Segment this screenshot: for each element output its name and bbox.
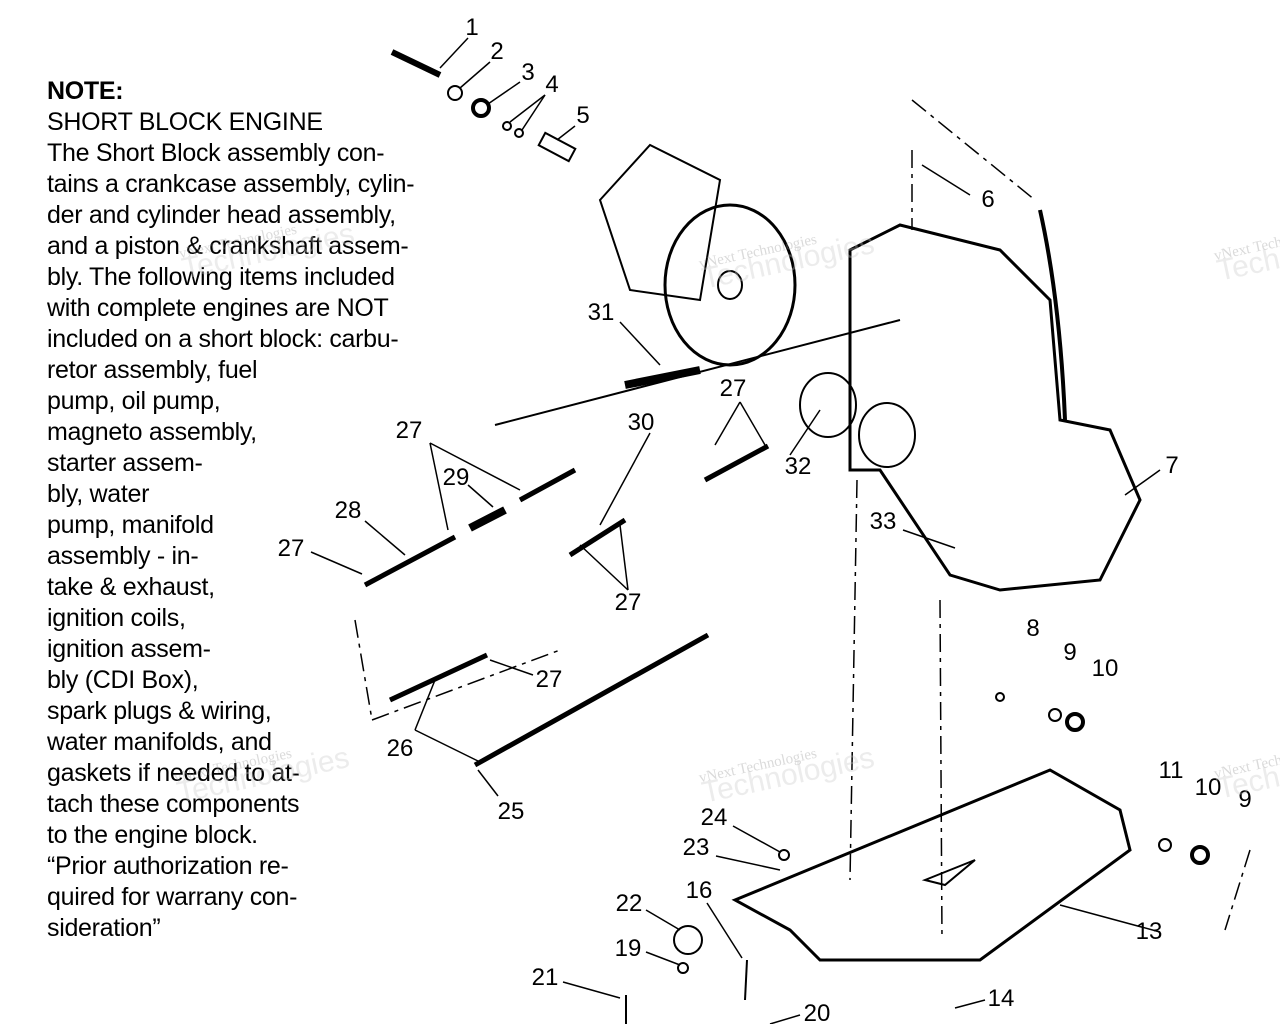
part-callout: 6 bbox=[981, 186, 995, 213]
bolt-part bbox=[390, 49, 442, 78]
note-line: tach these components bbox=[47, 790, 300, 818]
engine-block-part bbox=[848, 223, 1142, 592]
short-block-note: NOTE: SHORT BLOCK ENGINE The Short Block… bbox=[47, 76, 415, 944]
mounting-plate-part bbox=[731, 768, 1132, 962]
part-callout: 27 bbox=[535, 666, 563, 693]
note-heading: NOTE: bbox=[47, 77, 124, 105]
part-callout: 16 bbox=[685, 877, 713, 904]
note-line: der and cylinder head assembly, bbox=[47, 201, 396, 229]
nut-part bbox=[471, 98, 491, 118]
note-subheading: SHORT BLOCK ENGINE bbox=[47, 108, 323, 136]
part-callout: 19 bbox=[614, 935, 642, 962]
note-line: tains a crankcase assembly, cylin- bbox=[47, 170, 415, 198]
part-callout: 27 bbox=[395, 417, 423, 444]
part-callout: 30 bbox=[627, 409, 655, 436]
part-callout: 33 bbox=[869, 508, 897, 535]
part-callout: 26 bbox=[386, 735, 414, 762]
spacer-part bbox=[537, 131, 577, 163]
note-line: bly, water bbox=[47, 480, 150, 508]
part-callout: 24 bbox=[700, 804, 728, 831]
note-line: to the engine block. bbox=[47, 821, 258, 849]
washer-part bbox=[447, 85, 463, 101]
part-callout: 22 bbox=[615, 890, 643, 917]
part-callout: 1 bbox=[465, 14, 479, 41]
part-callout: 31 bbox=[587, 299, 615, 326]
note-line: bly. The following items included bbox=[47, 263, 395, 291]
note-line: magneto assembly, bbox=[47, 418, 257, 446]
part-callout: 29 bbox=[442, 464, 470, 491]
note-line: gaskets if needed to at- bbox=[47, 759, 300, 787]
part-callout: 9 bbox=[1063, 639, 1077, 666]
note-line: take & exhaust, bbox=[47, 573, 215, 601]
note-line: with complete engines are NOT bbox=[47, 294, 389, 322]
part-callout: 27 bbox=[277, 535, 305, 562]
note-line: quired for warrany con- bbox=[47, 883, 298, 911]
part-callout: 8 bbox=[1026, 615, 1040, 642]
part-callout: 11 bbox=[1158, 757, 1184, 784]
part-callout: 10 bbox=[1194, 774, 1222, 801]
part-callout: 32 bbox=[784, 453, 812, 480]
note-line: The Short Block assembly con- bbox=[47, 139, 385, 167]
part-callout: 21 bbox=[531, 964, 559, 991]
part-callout: 27 bbox=[614, 589, 642, 616]
note-line: pump, oil pump, bbox=[47, 387, 221, 415]
part-callout: 9 bbox=[1238, 786, 1252, 813]
part-callout: 5 bbox=[576, 102, 590, 129]
note-line: ignition coils, bbox=[47, 604, 186, 632]
part-callout: 25 bbox=[497, 798, 525, 825]
part-callout: 20 bbox=[803, 1000, 831, 1027]
part-callout: 7 bbox=[1165, 452, 1179, 479]
note-line: sideration” bbox=[47, 914, 161, 942]
part-callout: 4 bbox=[545, 71, 559, 98]
part-callout: 14 bbox=[987, 985, 1015, 1012]
note-line: starter assem- bbox=[47, 449, 203, 477]
note-line: retor assembly, fuel bbox=[47, 356, 258, 384]
note-line: assembly - in- bbox=[47, 542, 199, 570]
note-line: spark plugs & wiring, bbox=[47, 697, 272, 725]
note-line: ignition assem- bbox=[47, 635, 211, 663]
note-line: bly (CDI Box), bbox=[47, 666, 199, 694]
note-line: “Prior authorization re- bbox=[47, 852, 289, 880]
note-line: included on a short block: carbu- bbox=[47, 325, 399, 353]
part-callout: 2 bbox=[490, 38, 504, 65]
note-line: pump, manifold bbox=[47, 511, 214, 539]
part-callout: 13 bbox=[1135, 918, 1163, 945]
part-callout: 3 bbox=[521, 59, 535, 86]
note-line: water manifolds, and bbox=[47, 728, 272, 756]
part-callout: 27 bbox=[719, 375, 747, 402]
note-line: and a piston & crankshaft assem- bbox=[47, 232, 409, 260]
part-callout: 23 bbox=[682, 834, 710, 861]
part-callout: 10 bbox=[1091, 655, 1119, 682]
part-callout: 28 bbox=[334, 497, 362, 524]
